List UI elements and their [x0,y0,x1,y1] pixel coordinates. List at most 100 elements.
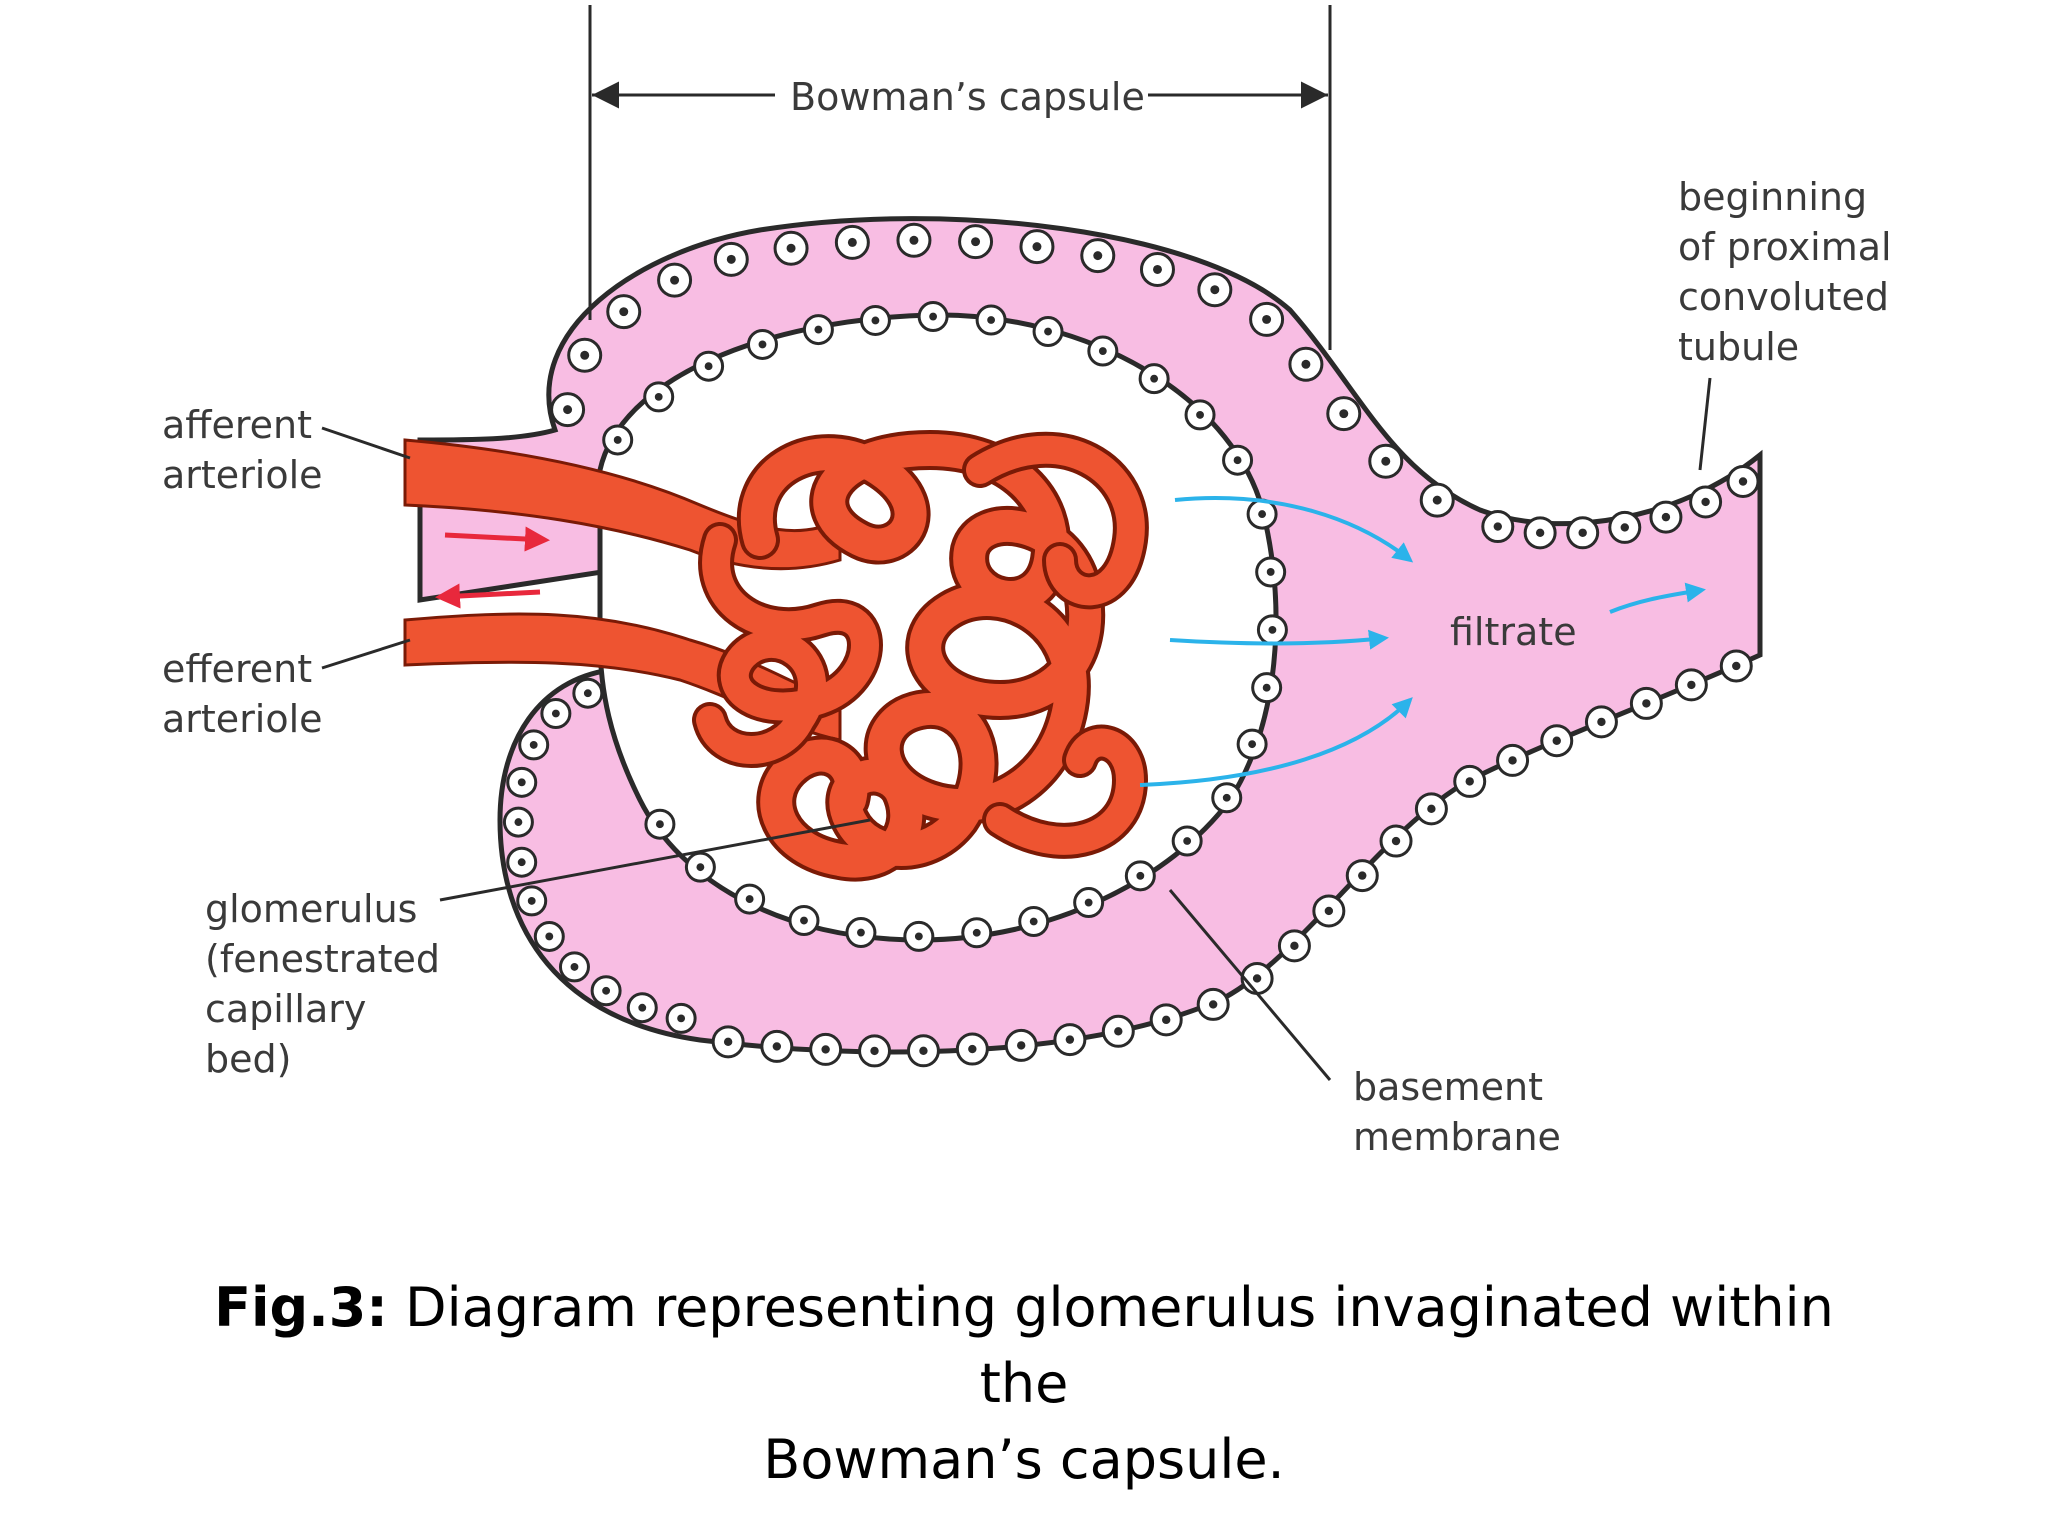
cell-nucleus [1432,495,1442,505]
cell-nucleus [638,1003,647,1012]
cell-nucleus [1642,699,1651,708]
cell-nucleus [1262,683,1271,692]
filtrate-arrow-tubule [1609,582,1706,614]
cell-nucleus [517,778,526,787]
cell-nucleus [1258,510,1267,519]
cell-nucleus [726,254,736,264]
cell-nucleus [1358,871,1367,880]
cell-nucleus [1339,409,1349,419]
cell-nucleus [972,928,981,937]
cell-nucleus [871,316,880,325]
cell-nucleus [1738,477,1748,486]
afferent-flow-arrow [444,526,550,552]
filtrate-arrow-middle [1169,629,1389,650]
cell-nucleus [1065,1035,1075,1044]
label-proximal-tubule: beginning of proximal convoluted tubule [1678,175,1904,369]
cell-nucleus [929,312,938,321]
cell-nucleus [1136,871,1145,880]
cell-nucleus [814,325,823,334]
cell-nucleus [1044,327,1052,336]
cell-nucleus [786,243,796,253]
label-bowmans-capsule: Bowman’s capsule [790,75,1145,119]
cell-nucleus [1620,523,1629,532]
cell-nucleus [517,858,526,867]
cell-nucleus [1508,756,1517,765]
cell-nucleus [1093,251,1103,261]
leader-lines [321,377,1712,1081]
cell-nucleus [857,928,865,937]
cell-nucleus [1162,1015,1171,1025]
cell-nucleus [1248,740,1257,749]
cell-nucleus [529,740,538,749]
cell-nucleus [909,235,919,245]
cell-nucleus [745,895,754,904]
label-basement-membrane: basement membrane [1353,1065,1561,1159]
cell-nucleus [1391,836,1401,846]
cell-nucleus [1208,1000,1218,1009]
cell-nucleus [758,340,767,349]
cell-nucleus [987,316,996,324]
cell-nucleus [821,1045,830,1054]
filtrate-arrow-lower [1139,697,1413,787]
cell-nucleus [696,863,705,872]
glomerulus-capillaries [403,430,1149,882]
cell-nucleus [1701,497,1710,507]
cell-nucleus [1262,314,1272,324]
cell-nucleus [1427,804,1436,814]
label-filtrate: filtrate [1450,610,1577,654]
cell-nucleus [1493,522,1502,531]
cell-nucleus [1268,625,1277,634]
cell-nucleus [870,1046,879,1056]
cell-nucleus [545,932,554,941]
cell-nucleus [1290,941,1299,951]
cell-nucleus [1252,974,1262,983]
cell-nucleus [968,1044,977,1054]
figure-caption: Fig.3: Diagram representing glomerulus i… [200,1270,1848,1498]
cell-nucleus [1196,410,1204,419]
cell-nucleus [514,818,523,827]
cell-nucleus [1732,661,1741,671]
cell-nucleus [723,1037,733,1047]
cell-nucleus [619,307,629,317]
cell-nucleus [1266,568,1275,576]
cell-nucleus [670,275,680,285]
cell-nucleus [1687,680,1696,690]
efferent-flow-arrow [435,583,541,609]
cell-nucleus [1029,917,1038,926]
cell-nucleus [847,237,857,247]
blood-flow-arrows [435,526,550,609]
cell-nucleus [1597,717,1606,727]
cell-nucleus [570,962,579,971]
cell-nucleus [1465,777,1474,786]
cell-nucleus [527,896,536,905]
labels: Bowman’s capsule afferent arteriole effe… [162,75,1904,1159]
caption-line-2: Bowman’s capsule. [763,1428,1285,1491]
label-glomerulus: glomerulus (fenestrated capillary bed) [205,887,452,1081]
filtrate-arrow-upper [1174,496,1414,563]
cell-nucleus [971,237,981,247]
epithelial-cells [502,222,1760,1068]
cell-nucleus [914,932,923,941]
cell-nucleus [1233,456,1242,465]
cell-nucleus [1324,906,1334,916]
cell-nucleus [655,820,664,829]
cell-nucleus [704,362,713,371]
cell-nucleus [613,436,622,444]
cell-nucleus [1552,736,1561,745]
caption-text-1: Diagram representing glomerulus invagina… [387,1276,1834,1415]
caption-line-1: Fig.3: Diagram representing glomerulus i… [200,1270,1848,1422]
cell-nucleus [1210,285,1220,295]
cell-nucleus [1222,793,1231,802]
cell-nucleus [772,1042,782,1051]
cell-nucleus [1084,898,1093,907]
label-efferent-arteriole: efferent arteriole [162,647,324,741]
bowmans-capsule-bracket [588,5,1332,350]
cell-nucleus [583,689,592,698]
label-afferent-arteriole: afferent arteriole [162,403,324,497]
cell-nucleus [551,709,560,718]
cell-nucleus [1114,1027,1123,1036]
cell-nucleus [1152,264,1162,274]
cell-nucleus [1381,456,1391,466]
cell-nucleus [1032,242,1042,252]
